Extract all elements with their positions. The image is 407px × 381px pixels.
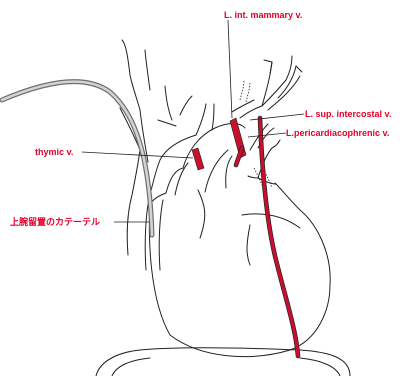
- label-l-int-mammary-v: L. int. mammary v.: [224, 10, 302, 20]
- label-l-pericardiacophrenic-v: L.pericardiacophrenic v.: [286, 128, 389, 138]
- leader-thymic: [82, 152, 193, 158]
- label-l-sup-intercostal-v: L. sup. intercostal v.: [305, 109, 391, 119]
- diaphragm-outline: [96, 348, 350, 376]
- label-catheter: 上腕留置のカテーテル: [10, 216, 100, 227]
- thymic-vein: [192, 148, 204, 170]
- left-neck-vessels: [232, 56, 302, 190]
- left-internal-mammary-vein: [260, 118, 298, 356]
- catheter-line: [2, 82, 152, 235]
- left-pericardiacophrenic-vein: [236, 148, 242, 165]
- leader-l-int-mammary: [228, 20, 232, 118]
- label-thymic-v: thymic v.: [35, 147, 73, 157]
